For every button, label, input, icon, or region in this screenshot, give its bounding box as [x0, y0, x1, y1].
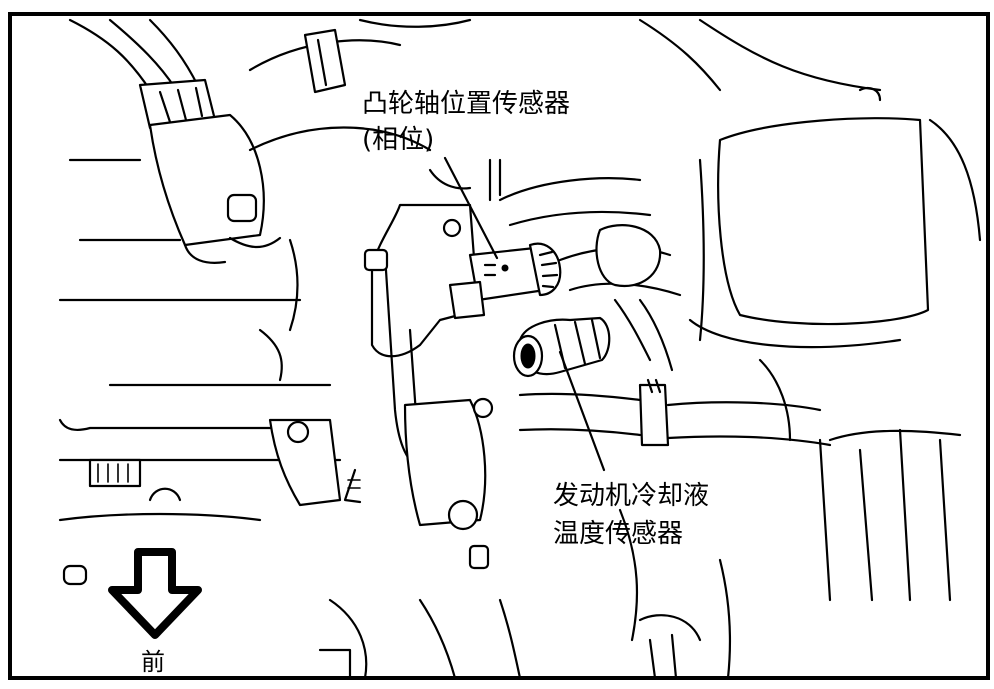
diagram-frame [8, 12, 990, 680]
lower-bracket [62, 397, 522, 680]
coolant-sensor-label-line2: 温度传感器 [553, 519, 684, 549]
upper-left-connector [68, 18, 282, 264]
camshaft-sensor [448, 242, 562, 320]
coolant-sensor-label-line1: 发动机冷却液 [553, 481, 710, 511]
coolant-temp-sensor [512, 316, 611, 378]
intake-hose [248, 18, 472, 152]
lower-pipe [518, 378, 832, 447]
right-housing [618, 18, 982, 680]
front-arrow-icon [108, 548, 202, 639]
camshaft-sensor-leader [443, 156, 499, 260]
sensor-bracket [363, 203, 480, 472]
camshaft-sensor-label-line1: 凸轮轴位置传感器 [362, 89, 571, 119]
coolant-hoses [428, 158, 682, 372]
coolant-sensor-leader [558, 350, 606, 472]
leader-lines [443, 156, 606, 472]
front-direction-label: 前 [141, 648, 165, 676]
camshaft-sensor-label-line2: (相位) [362, 125, 435, 155]
